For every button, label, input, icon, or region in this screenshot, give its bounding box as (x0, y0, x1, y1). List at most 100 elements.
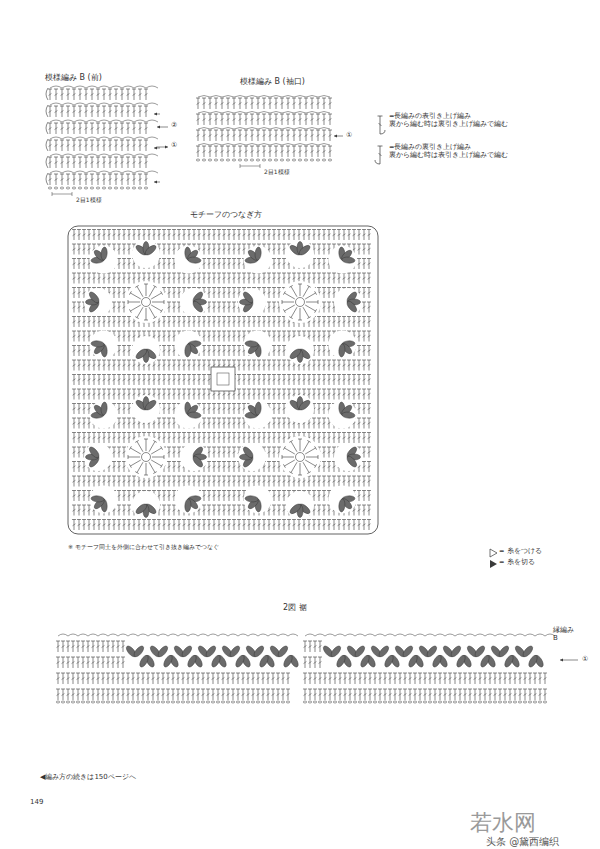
chain-loop (74, 137, 86, 139)
chain-stitch (60, 187, 63, 189)
row-arrow (334, 135, 337, 138)
chain-loop (134, 103, 146, 105)
chain-loop (146, 86, 158, 88)
chain-loop (74, 154, 86, 156)
chain-stitch (126, 187, 129, 189)
chain-stitch (328, 159, 331, 161)
post-stitch-symbol (380, 130, 385, 134)
chain-loop (294, 128, 306, 130)
turning-chain (46, 173, 48, 185)
chain-loop (98, 171, 110, 173)
chain-stitch (304, 159, 307, 161)
chain-stitch (132, 187, 135, 189)
chain-loop (198, 144, 210, 146)
post-stitch-symbol (375, 160, 380, 164)
chain-loop (258, 128, 270, 130)
chain-stitch (244, 159, 247, 161)
chain-loop (74, 120, 86, 122)
chain-loop (294, 144, 306, 146)
chain-stitch (48, 187, 51, 189)
chain-stitch (66, 187, 69, 189)
chain-loop (122, 86, 134, 88)
chain-loop (282, 128, 294, 130)
chain-loop (246, 144, 258, 146)
chain-loop (294, 96, 306, 98)
chain-stitch (208, 159, 211, 161)
turning-chain (46, 139, 48, 151)
chain-stitch (214, 159, 217, 161)
chain-loop (122, 154, 134, 156)
chain-loop (134, 137, 146, 139)
chain-loop (294, 112, 306, 114)
chain-loop (122, 171, 134, 173)
chain-stitch (238, 159, 241, 161)
chain-loop (50, 86, 62, 88)
chain-stitch (78, 187, 81, 189)
chain-stitch (262, 159, 265, 161)
chain-loop (222, 112, 234, 114)
cut-yarn-symbol (490, 560, 497, 568)
chain-loop (210, 112, 222, 114)
chain-loop (98, 86, 110, 88)
chain-loop (146, 120, 158, 122)
turning-chain (46, 156, 48, 168)
chain-stitch (138, 187, 141, 189)
chain-stitch (268, 159, 271, 161)
chain-loop (134, 171, 146, 173)
chain-stitch (286, 159, 289, 161)
chain-loop (110, 86, 122, 88)
chain-loop (98, 137, 110, 139)
chain-loop (74, 171, 86, 173)
chain-loop (110, 154, 122, 156)
chain-loop (62, 137, 74, 139)
turning-chain (46, 105, 48, 117)
chain-loop (222, 144, 234, 146)
chain-loop (234, 96, 246, 98)
chain-loop (74, 86, 86, 88)
chain-loop (270, 96, 282, 98)
chain-loop (258, 112, 270, 114)
chain-loop (198, 96, 210, 98)
chain-loop (270, 128, 282, 130)
chain-stitch (226, 159, 229, 161)
chain-loop (222, 96, 234, 98)
chain-loop (86, 171, 98, 173)
row-arrow (154, 113, 157, 116)
chain-stitch (102, 187, 105, 189)
chain-loop (122, 120, 134, 122)
chain-loop (234, 112, 246, 114)
chain-stitch (292, 159, 295, 161)
chain-loop (86, 103, 98, 105)
chain-loop (234, 144, 246, 146)
chain-loop (246, 128, 258, 130)
chain-stitch (54, 187, 57, 189)
chain-loop (318, 96, 330, 98)
chain-loop (146, 154, 158, 156)
attach-yarn-symbol (490, 549, 497, 557)
chain-loop (306, 96, 318, 98)
chain-loop (146, 137, 158, 139)
chain-loop (210, 96, 222, 98)
chain-loop (210, 144, 222, 146)
chain-stitch (232, 159, 235, 161)
chain-loop (318, 112, 330, 114)
chain-loop (50, 103, 62, 105)
chain-stitch (108, 187, 111, 189)
chain-loop (98, 103, 110, 105)
chain-stitch (202, 159, 205, 161)
row-arrow (165, 146, 168, 149)
chain-stitch (298, 159, 301, 161)
chain-stitch (120, 187, 123, 189)
chain-loop (246, 96, 258, 98)
chain-loop (270, 144, 282, 146)
chain-stitch (220, 159, 223, 161)
chain-loop (98, 154, 110, 156)
chain-stitch (196, 159, 199, 161)
chain-loop (86, 120, 98, 122)
row-arrow (154, 181, 157, 184)
chain-stitch (84, 187, 87, 189)
chain-stitch (310, 159, 313, 161)
chain-loop (318, 128, 330, 130)
chain-loop (110, 171, 122, 173)
